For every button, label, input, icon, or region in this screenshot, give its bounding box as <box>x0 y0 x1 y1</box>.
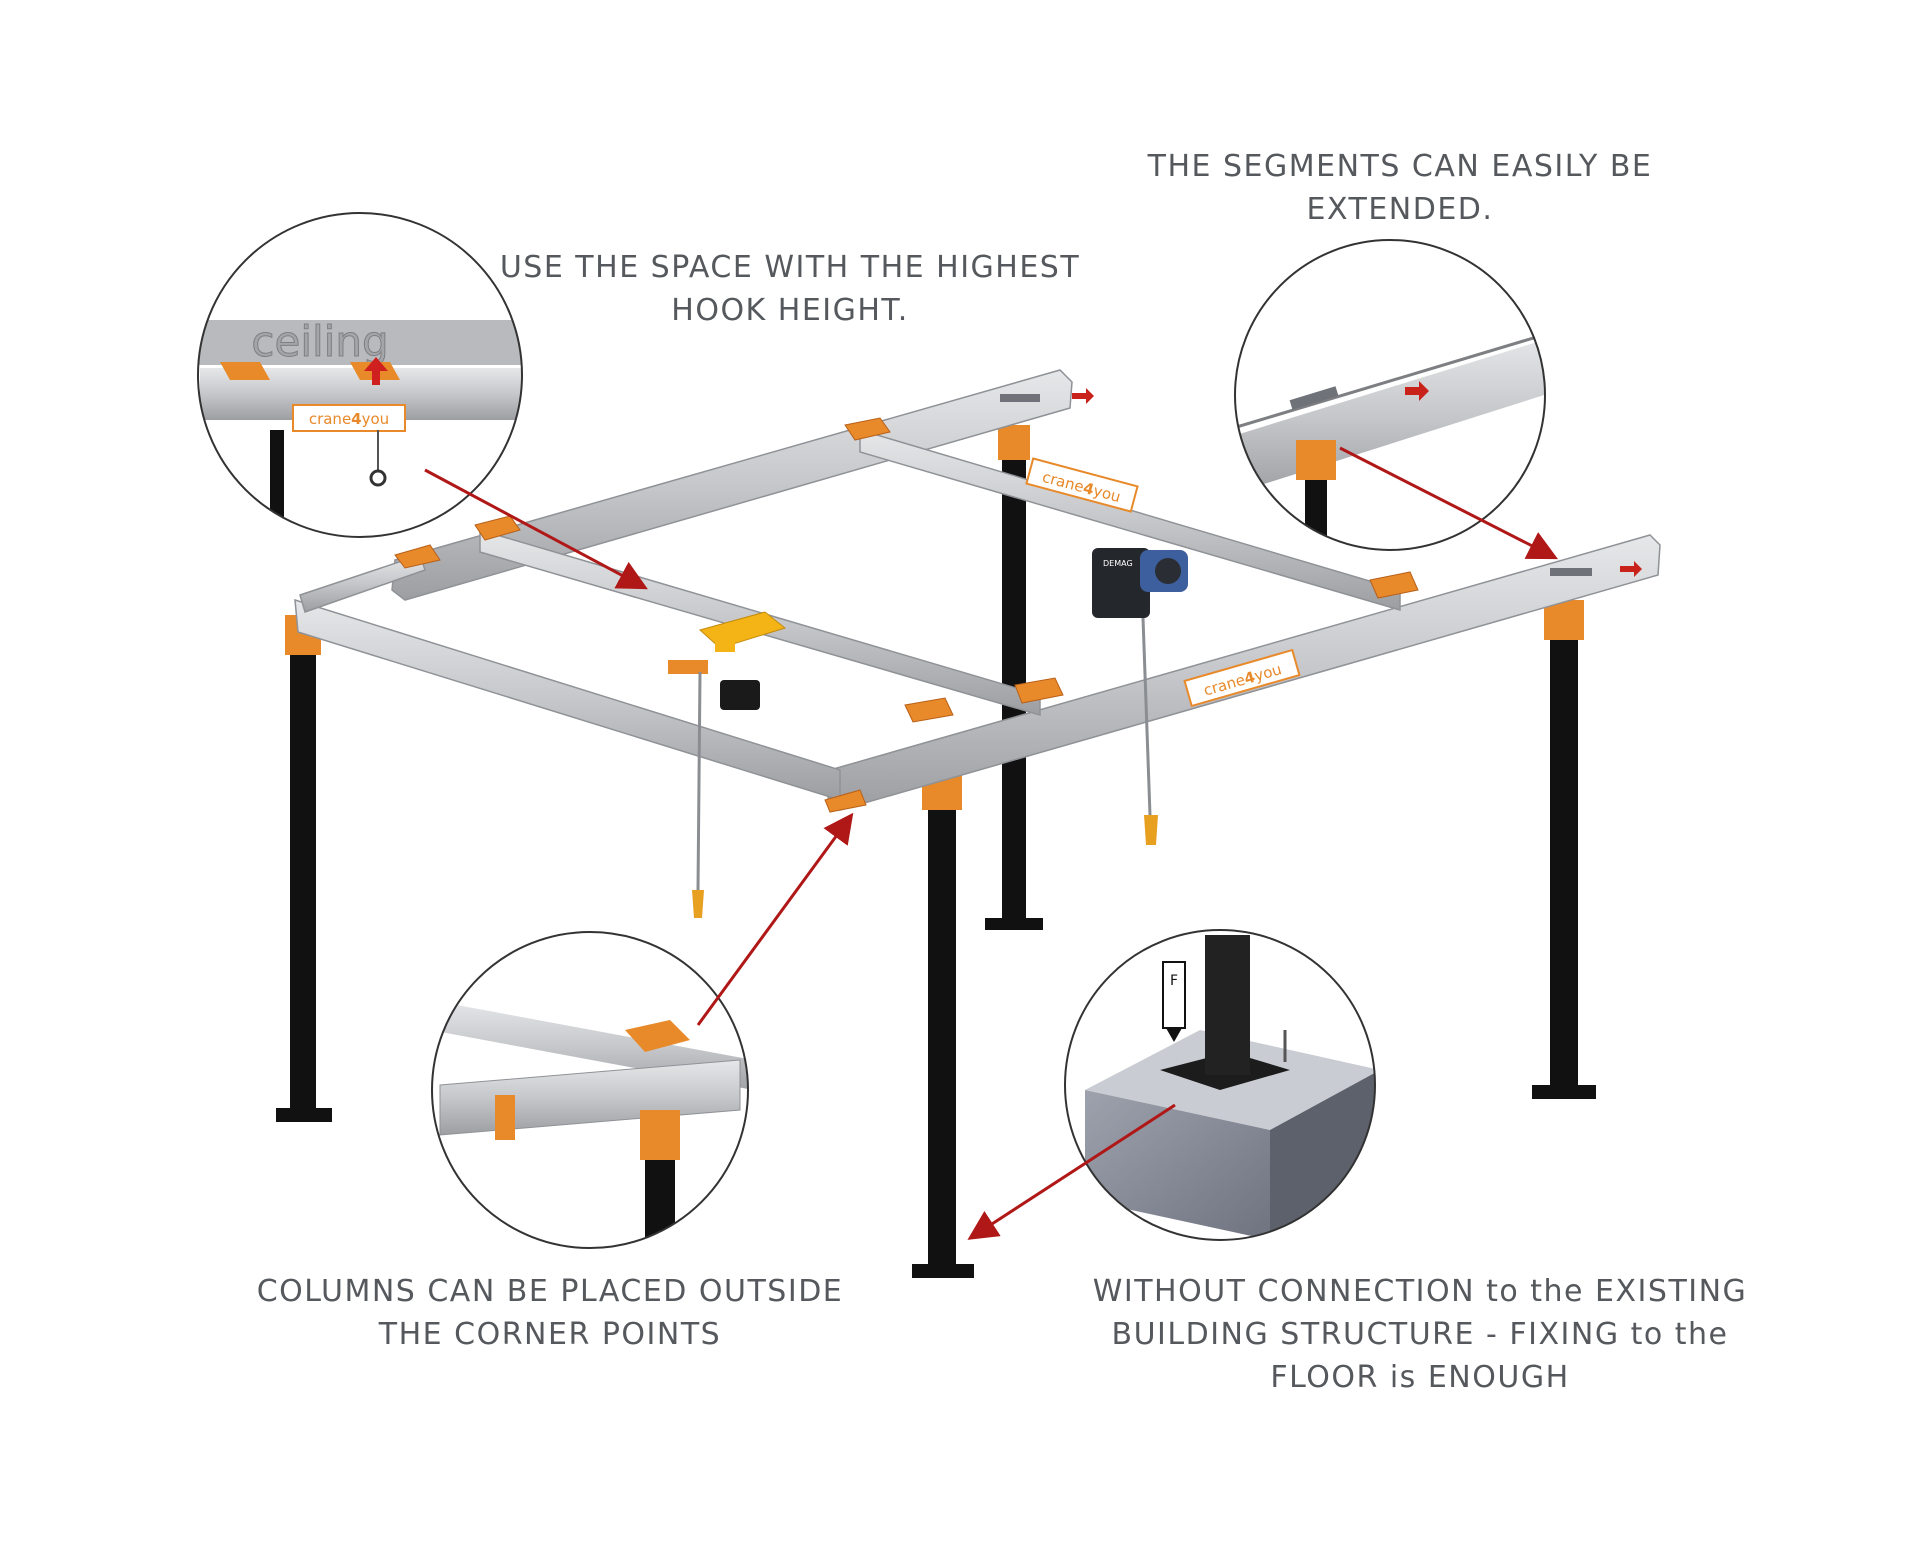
svg-text:crane4you: crane4you <box>309 410 389 428</box>
column-front <box>928 790 956 1270</box>
caption-columns-line-1: COLUMNS CAN BE PLACED OUTSIDE <box>256 1274 844 1309</box>
caption-floor-line-1: WITHOUT CONNECTION to the EXISTING <box>1092 1274 1748 1309</box>
pointer-arrow-segments <box>1339 446 1559 560</box>
caption-hook-height-line-2: HOOK HEIGHT. <box>671 293 909 328</box>
columns <box>276 425 1596 1278</box>
column-left <box>290 640 316 1110</box>
pointer-arrow-floor <box>967 1103 1176 1240</box>
end-beam-left <box>299 554 426 613</box>
bridge-beam-2 <box>859 428 1401 612</box>
direction-arrow-back <box>1072 388 1094 404</box>
electric-hoist-right: DEMAG <box>1092 548 1188 845</box>
pointer-arrows <box>424 446 1559 1240</box>
end-carriages <box>394 417 1419 813</box>
column-right <box>1550 620 1578 1090</box>
detail-circle-ceiling: ceiling crane4you <box>197 212 523 538</box>
column-left-foot <box>276 1108 332 1122</box>
column-back-center-bracket <box>998 425 1030 460</box>
column-right-bracket <box>1544 600 1584 640</box>
caption-floor: WITHOUT CONNECTION to the EXISTING BUILD… <box>1090 1270 1750 1399</box>
caption-hook-height: USE THE SPACE WITH THE HIGHEST HOOK HEIG… <box>470 246 1110 332</box>
svg-text:ceiling: ceiling <box>251 317 388 366</box>
caption-hook-height-line-1: USE THE SPACE WITH THE HIGHEST <box>499 250 1081 285</box>
caption-columns: COLUMNS CAN BE PLACED OUTSIDE THE CORNER… <box>240 1270 860 1356</box>
column-right-foot <box>1532 1085 1596 1099</box>
caption-segments: THE SEGMENTS CAN EASILY BE EXTENDED. <box>1130 145 1670 231</box>
pointer-arrow-ceiling <box>424 468 648 590</box>
caption-floor-line-3: FLOOR is ENOUGH <box>1270 1360 1570 1395</box>
caption-segments-line-2: EXTENDED. <box>1306 192 1494 227</box>
splice-plate-front <box>1550 568 1592 576</box>
detail-circle-segments <box>1234 239 1546 551</box>
column-back-center <box>1002 440 1026 920</box>
trolley-hoist-left <box>668 611 787 918</box>
pointer-arrow-columns <box>696 812 854 1026</box>
caption-columns-line-2: THE CORNER POINTS <box>378 1317 722 1352</box>
splice-plate-back <box>1000 394 1040 402</box>
svg-text:F: F <box>1170 973 1178 989</box>
detail-circle-columns <box>431 931 749 1249</box>
caption-segments-line-1: THE SEGMENTS CAN EASILY BE <box>1147 149 1653 184</box>
column-front-foot <box>912 1264 974 1278</box>
caption-floor-line-2: BUILDING STRUCTURE - FIXING to the <box>1111 1317 1729 1352</box>
svg-text:DEMAG: DEMAG <box>1103 559 1133 568</box>
beams <box>294 369 1661 813</box>
detail-circle-floor: F <box>1064 929 1376 1241</box>
logo-plate-1: crane4you <box>1025 457 1139 513</box>
direction-arrow-front <box>1620 561 1642 577</box>
column-back-center-foot <box>985 918 1043 930</box>
